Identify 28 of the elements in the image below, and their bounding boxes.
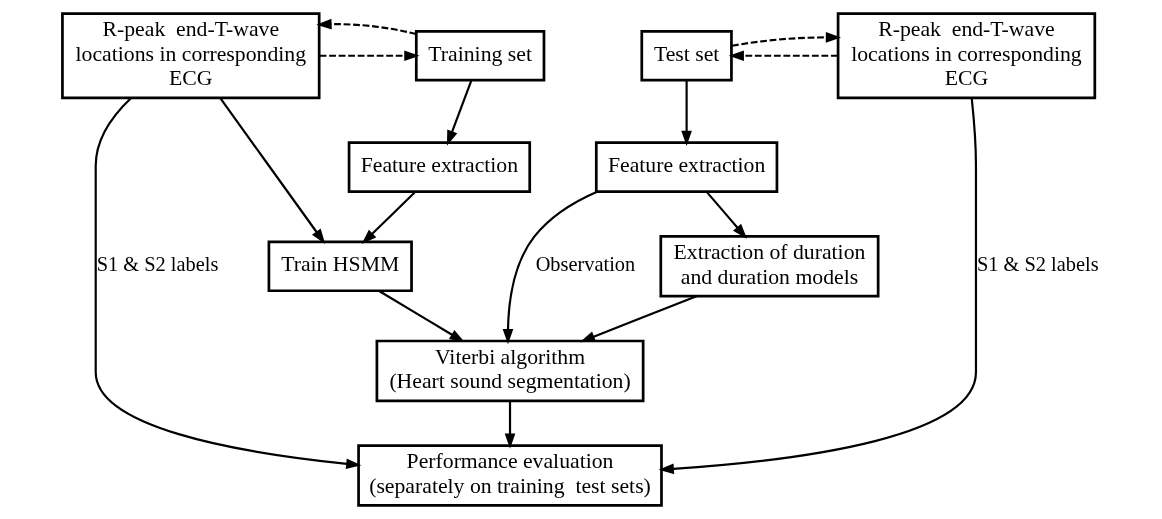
node-box: Performance evaluation (separately on training test sets) (357, 444, 663, 507)
node-box: R-peak end-T-wave locations in corresponding ECG (61, 12, 321, 100)
node-box: Feature extraction (594, 141, 779, 193)
edge-label: Observation (535, 253, 636, 276)
node-box: Test set (640, 29, 733, 82)
arrow (319, 50, 420, 62)
arrow (579, 295, 697, 343)
arrow (361, 191, 417, 245)
node-box: Viterbi algorithm (Heart sound segmentation) (375, 339, 645, 403)
arrow (378, 289, 465, 343)
arrow (705, 191, 747, 239)
arrow (446, 80, 473, 146)
edge-label: S1 & S2 labels (96, 253, 219, 276)
node-box: R-peak end-T-wave locations in corresponding ECG (836, 12, 1097, 100)
arrow (681, 80, 692, 146)
node-box: Training set (414, 29, 546, 82)
node-box: Feature extraction (347, 141, 532, 193)
node-box: Train HSMM (267, 240, 413, 293)
arrow (219, 97, 326, 245)
node-box: Extraction of duration and duration models (659, 235, 880, 298)
arrow (94, 97, 362, 470)
arrow (502, 190, 598, 345)
arrow (728, 50, 838, 62)
arrow (658, 98, 978, 475)
arrow (504, 401, 516, 449)
edge-label: S1 & S2 labels (976, 253, 1099, 276)
arrow (731, 32, 842, 47)
arrow (316, 18, 417, 36)
